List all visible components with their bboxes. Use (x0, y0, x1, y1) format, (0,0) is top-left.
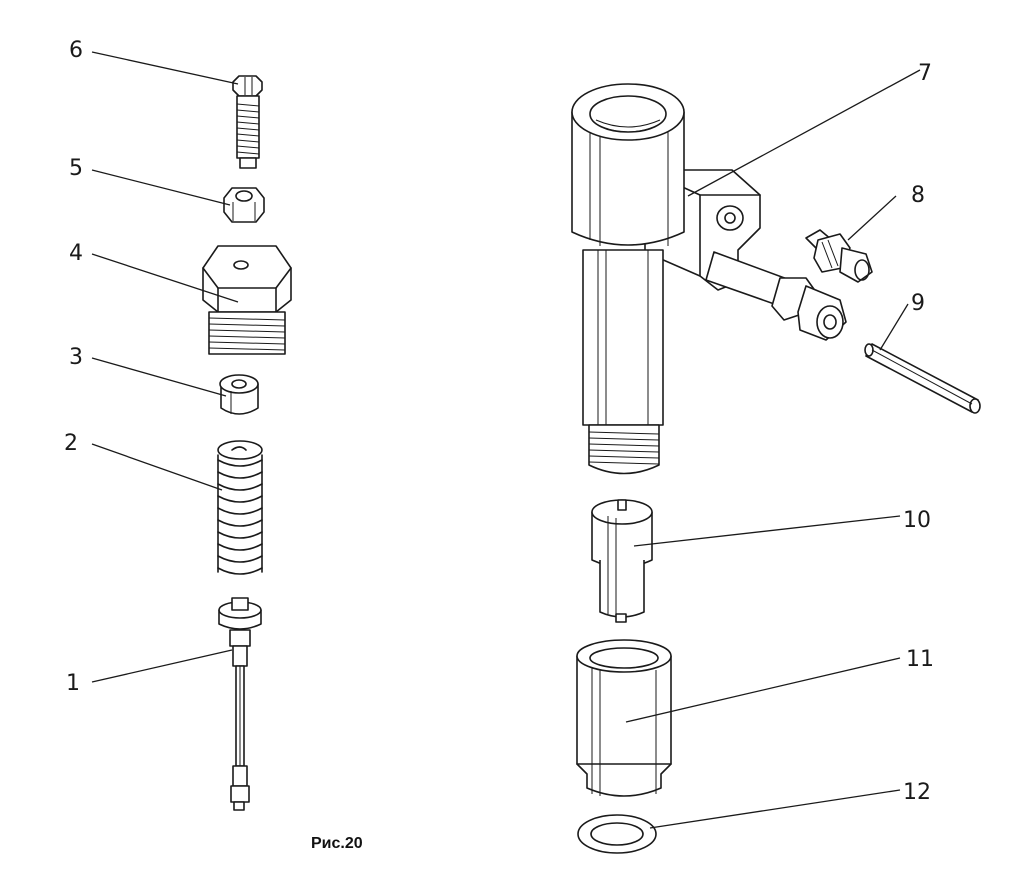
part-4-cap-nut (202, 245, 292, 355)
leader-lines (91, 51, 921, 829)
leader-line-4 (91, 253, 239, 303)
part-number-labels: 6 5 4 3 2 1 7 8 9 10 11 12 (64, 38, 934, 805)
leader-line-10 (633, 515, 901, 547)
part-2-spring (217, 440, 263, 575)
part-number-2: 2 (64, 431, 78, 456)
part-number-1: 1 (66, 671, 80, 696)
leader-line-9 (879, 303, 909, 351)
part-number-7: 7 (918, 61, 932, 86)
part-10-nozzle (591, 499, 653, 623)
part-number-9: 9 (911, 291, 925, 316)
leader-line-1 (91, 649, 233, 683)
part-number-10: 10 (903, 508, 931, 533)
leader-line-3 (91, 357, 227, 397)
part-8-union-fitting (805, 229, 873, 283)
leader-line-8 (847, 195, 897, 241)
part-5-lock-nut (223, 187, 265, 223)
part-11-nozzle-nut (576, 639, 672, 797)
part-7-injector-body (571, 83, 847, 475)
leader-line-12 (649, 789, 901, 829)
leader-line-11 (625, 657, 901, 723)
part-number-8: 8 (911, 183, 925, 208)
part-6-adjusting-screw (232, 75, 263, 169)
part-number-6: 6 (69, 38, 83, 63)
part-9-pin (864, 343, 981, 414)
leader-line-7 (687, 69, 921, 197)
part-number-5: 5 (69, 156, 83, 181)
part-number-3: 3 (69, 345, 83, 370)
leader-line-6 (91, 51, 239, 85)
part-3-spring-seat (219, 374, 259, 415)
leader-line-2 (91, 443, 223, 491)
part-number-11: 11 (906, 647, 934, 672)
leader-line-5 (91, 169, 231, 206)
part-number-12: 12 (903, 780, 931, 805)
part-1-push-rod (218, 597, 262, 811)
part-number-4: 4 (69, 241, 83, 266)
figure-caption: Рис.20 (311, 835, 363, 852)
part-12-washer (577, 814, 657, 854)
